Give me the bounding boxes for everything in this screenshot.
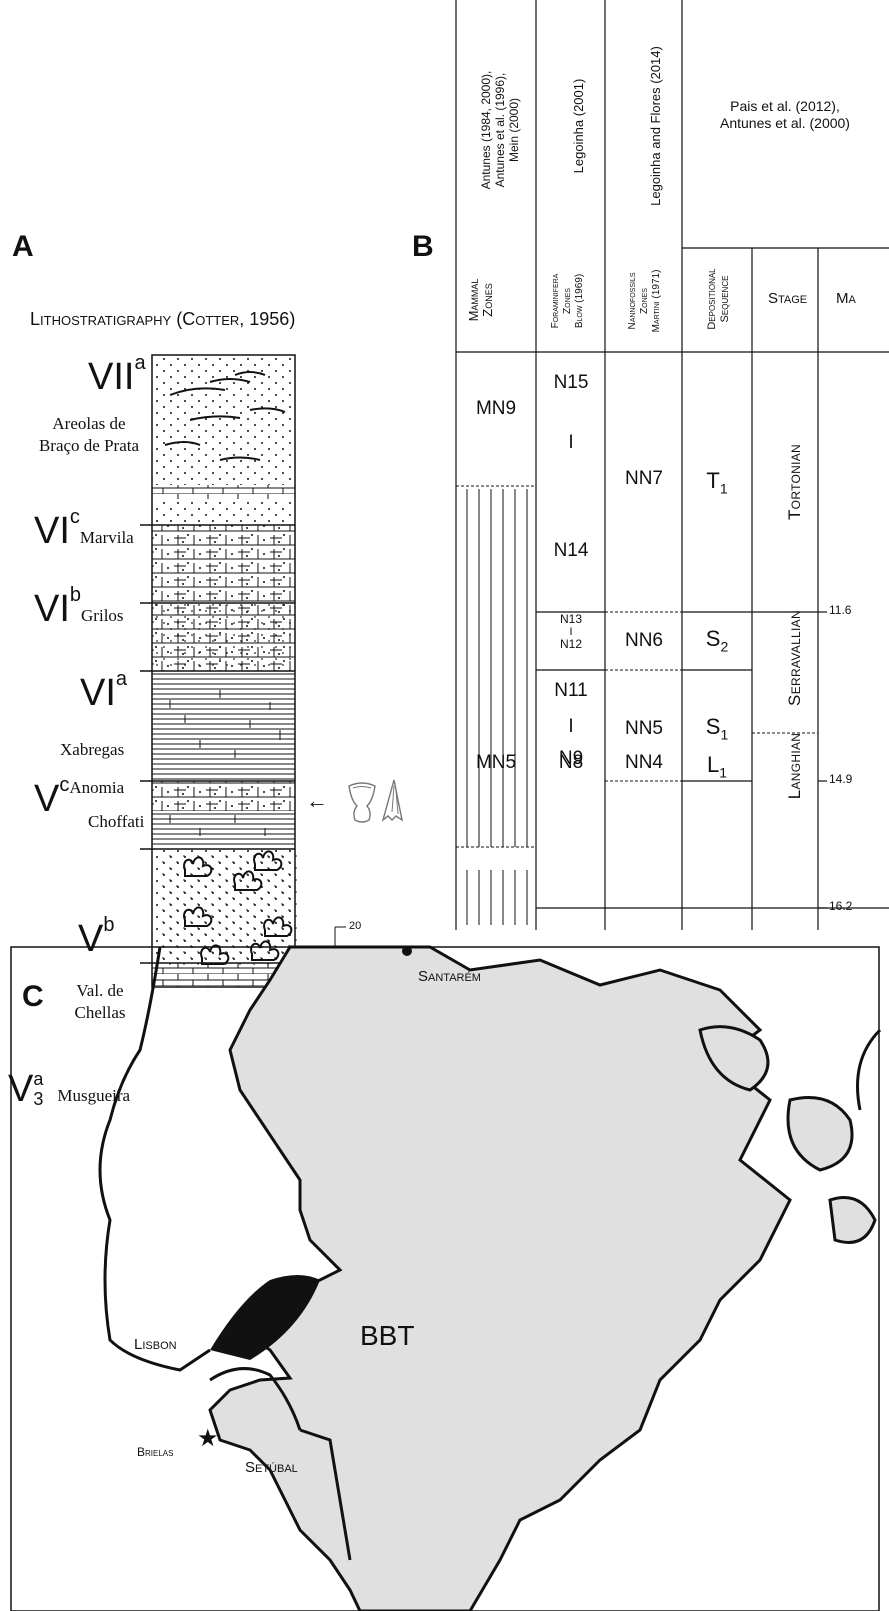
scale-tick-20: 20	[349, 920, 362, 932]
sequence-t1: T1	[706, 468, 728, 497]
place-setubal: Setúbal	[245, 1459, 298, 1476]
nanno-zone-nn5: NN5	[624, 718, 663, 739]
place-bbt: BBT	[360, 1320, 415, 1351]
col-header-ma: Ma	[836, 290, 856, 307]
panel-a-title: Lithostratigraphy (Cotter, 1956)	[30, 309, 296, 329]
panel-c-letter: C	[22, 980, 44, 1013]
panel-b-letter: B	[412, 230, 434, 263]
ma-tick-11-6: 11.6	[829, 603, 852, 617]
mammal-zone-mn9: MN9	[475, 398, 517, 419]
foram-zone-n13: N13	[559, 612, 582, 626]
fossil-shell-icon	[348, 782, 376, 823]
unit-vi-b-label: VIbGrilos	[34, 583, 124, 630]
fossil-tooth-icon	[382, 779, 404, 822]
level-arrow: ←	[306, 788, 328, 813]
nanno-zone-nn7: NN7	[624, 468, 663, 489]
unit-vi-c-label: VIcMarvila	[34, 505, 134, 552]
foram-zone-sep-3: I	[568, 716, 574, 737]
unit-v-c-name-2: Choffati	[88, 812, 145, 831]
foram-zone-n8: N8	[558, 752, 584, 773]
nanno-zone-nn6: NN6	[624, 630, 663, 651]
ma-tick-16-2: 16.2	[829, 899, 853, 913]
mammal-zone-mn5: MN5	[475, 752, 517, 773]
unit-v-c-label: VcAnomia	[34, 773, 125, 820]
sequence-s1: S1	[705, 714, 729, 743]
brielas-star-icon: ★	[197, 1425, 219, 1452]
place-brielas: Brielas	[137, 1445, 174, 1459]
sequence-l1: L1	[706, 752, 728, 781]
foram-zone-sep-2: I	[569, 626, 573, 638]
header-pais-antunes: Pais et al. (2012),Antunes et al. (2000)	[720, 98, 850, 131]
unit-vi-a-name: Xabregas	[60, 740, 125, 759]
stratigraphic-table	[455, 0, 889, 930]
foram-zone-n9: N9	[558, 748, 584, 769]
foram-zone-n12: N12	[559, 637, 582, 651]
unit-v-b-code: Vb	[78, 914, 115, 960]
foram-zone-n11: N11	[554, 680, 588, 701]
unit-vi-a-code: VIa	[80, 668, 128, 714]
nanno-zone-nn4: NN4	[624, 752, 663, 773]
foram-zone-sep-1: I	[568, 432, 574, 453]
lithology-column	[140, 354, 301, 988]
col-header-stage: Stage	[768, 290, 808, 307]
sequence-s2: S2	[705, 626, 729, 655]
place-lisbon: Lisbon	[134, 1336, 177, 1353]
ma-tick-14-9: 14.9	[829, 772, 853, 786]
unit-vii-a-code: VIIa	[88, 352, 146, 398]
place-santarem: Santarém	[418, 968, 481, 985]
panel-a-letter: A	[12, 230, 34, 263]
foram-zone-n14: N14	[553, 540, 589, 561]
foram-zone-n15: N15	[553, 372, 589, 393]
